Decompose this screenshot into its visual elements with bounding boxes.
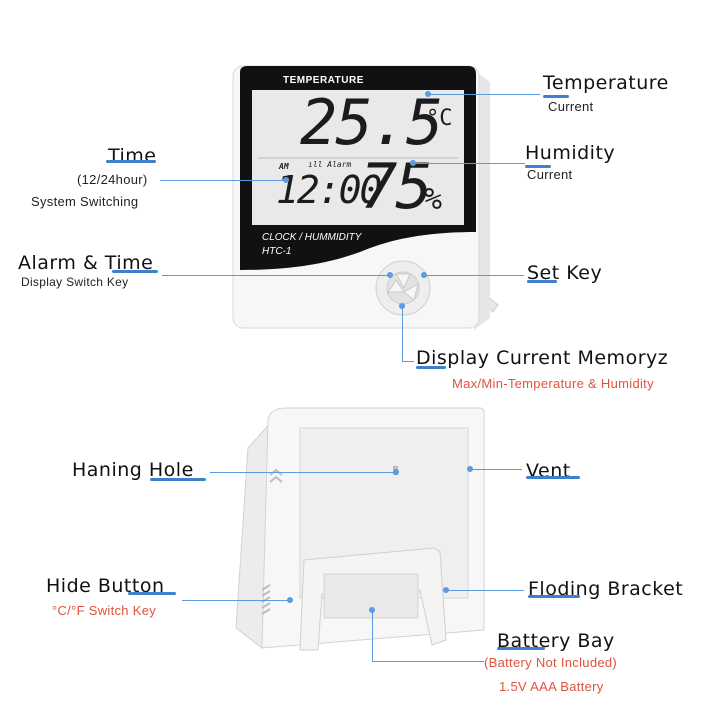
leader-alarm-time-dot (387, 272, 393, 278)
alarm-icon: ıll (308, 160, 328, 169)
leader-alarm-time (162, 275, 390, 276)
callout-battery-bay-sub2: 1.5V AAA Battery (499, 679, 604, 694)
lcd-header-label: TEMPERATURE (283, 75, 364, 86)
callout-time-sub1: (12/24hour) (77, 172, 148, 187)
alarm-label: Alarm (327, 160, 352, 169)
leader-temperature (428, 94, 540, 95)
callout-battery-bay-title: Battery Bay (497, 630, 615, 652)
callout-set-key-title: Set Key (527, 262, 603, 284)
callout-hide-button-underline (128, 592, 176, 595)
leader-battery-bay-dot (369, 607, 375, 613)
callout-display-memory-underline (416, 366, 446, 369)
leader-vent-dot (467, 466, 473, 472)
leader-folding-bracket (446, 590, 524, 591)
leader-battery-bay-v (372, 610, 373, 662)
callout-folding-bracket-underline (528, 595, 580, 598)
leader-display-memory-v (402, 306, 403, 362)
humidity-reading: 75 (360, 150, 433, 223)
callout-temperature-sub: Current (548, 99, 594, 114)
leader-humidity (413, 163, 525, 164)
leader-display-memory-dot (399, 303, 405, 309)
leader-humidity-dot (410, 160, 416, 166)
callout-humidity-title: Humidity (525, 142, 616, 164)
leader-hide-button (182, 600, 290, 601)
temperature-reading: 25.5 (300, 86, 443, 159)
callout-display-memory-title: Display Current Memoryz (416, 347, 669, 369)
model-label-line1: CLOCK / HUMMIDITY (262, 232, 362, 243)
callout-time-title: Time (108, 145, 157, 167)
callout-hide-button-title: Hide Button (46, 575, 165, 597)
callout-set-key-underline (527, 280, 557, 283)
callout-humidity-sub: Current (527, 167, 573, 182)
callout-temperature-underline (543, 95, 569, 98)
leader-hide-button-dot (287, 597, 293, 603)
am-indicator: AM (279, 162, 289, 171)
leader-time (160, 180, 286, 181)
leader-hanging-hole-dot (393, 469, 399, 475)
callout-alarm-time-underline (112, 270, 158, 273)
callout-hide-button-sub: °C/°F Switch Key (52, 603, 157, 618)
callout-hanging-hole-title: Haning Hole (72, 459, 194, 481)
model-label-line2: HTC-1 (262, 246, 292, 257)
leader-folding-bracket-dot (443, 587, 449, 593)
leader-set-key (424, 275, 524, 276)
leader-battery-bay-h (372, 661, 484, 662)
alarm-indicator: ıll Alarm (308, 160, 351, 169)
humidity-unit: % (424, 182, 443, 217)
leader-hanging-hole (210, 472, 396, 473)
leader-set-key-dot (421, 272, 427, 278)
callout-display-memory-sub: Max/Min-Temperature & Humidity (452, 376, 654, 391)
temperature-unit: °C (426, 106, 453, 131)
callout-battery-bay-underline (497, 647, 545, 650)
leader-display-memory-h (402, 361, 414, 362)
callout-humidity-underline (525, 165, 551, 168)
callout-folding-bracket-title: Floding Bracket (528, 578, 684, 600)
leader-vent (470, 469, 522, 470)
leader-time-dot (283, 177, 289, 183)
callout-hanging-hole-underline (150, 478, 206, 481)
callout-time-underline (106, 160, 156, 163)
callout-battery-bay-sub1: (Battery Not Included) (484, 655, 618, 670)
leader-temperature-dot (425, 91, 431, 97)
callout-temperature-title: Temperature (543, 72, 669, 94)
callout-alarm-time-title: Alarm & Time (18, 252, 154, 274)
callout-time-sub2: System Switching (31, 194, 139, 209)
time-reading: 12:00 (276, 168, 382, 212)
callout-vent-underline (526, 476, 580, 479)
callout-alarm-time-sub: Display Switch Key (21, 275, 129, 289)
